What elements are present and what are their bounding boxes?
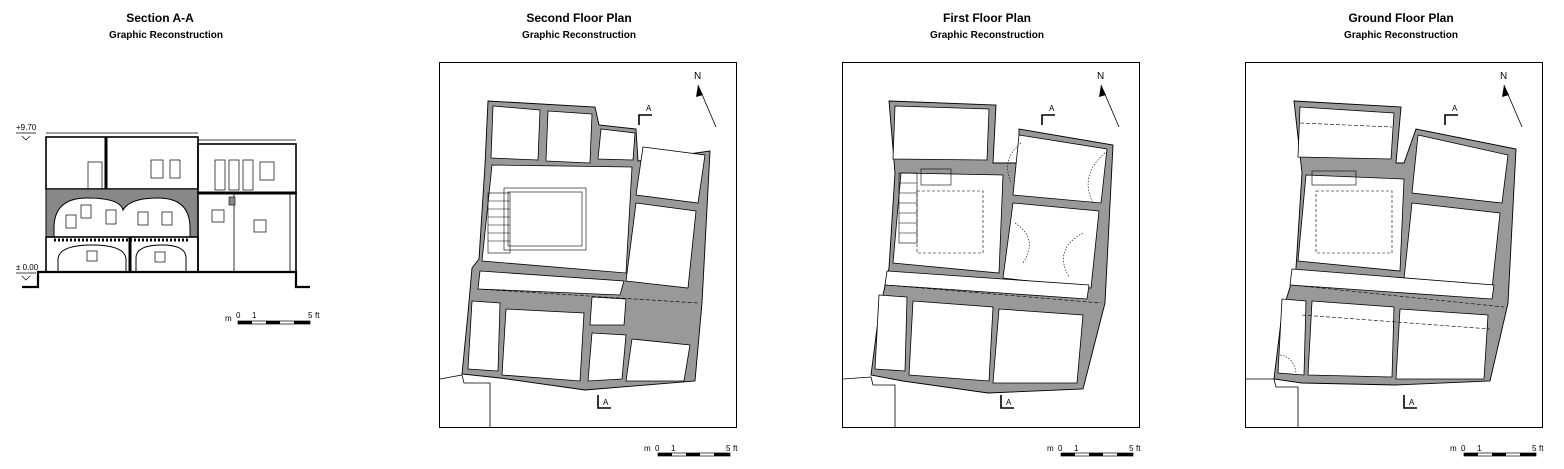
section-title: Section A-A bbox=[126, 11, 194, 25]
scale-5: 5 bbox=[1129, 444, 1134, 453]
scale-1: 1 bbox=[1477, 444, 1482, 453]
section-scale-unit: m bbox=[225, 314, 232, 323]
first-floor-panel: N A A bbox=[842, 62, 1140, 428]
cut-label-top: A bbox=[646, 104, 652, 113]
section-scale-0: 0 bbox=[236, 311, 241, 320]
scale-unit: m bbox=[644, 444, 651, 453]
plan-subtitle: Graphic Reconstruction bbox=[522, 30, 636, 41]
ground-floor-panel: N A A bbox=[1245, 62, 1543, 428]
first-floor-scale: m 0 1 5 ft bbox=[1047, 444, 1141, 457]
section-drawing: +9.70 ± 0.00 m 0 1 5 ft bbox=[16, 123, 320, 325]
second-floor-drawing: N A A bbox=[440, 71, 717, 427]
section-subtitle: Graphic Reconstruction bbox=[109, 30, 223, 41]
section-scale-ft: ft bbox=[315, 311, 320, 320]
scale-5: 5 bbox=[726, 444, 731, 453]
scale-5: 5 bbox=[1532, 444, 1537, 453]
north-label: N bbox=[1097, 71, 1104, 82]
cut-label-bottom: A bbox=[1006, 398, 1012, 407]
scale-0: 0 bbox=[1461, 444, 1466, 453]
north-label: N bbox=[1500, 71, 1507, 82]
second-floor-panel: N A A bbox=[439, 62, 737, 428]
scale-unit: m bbox=[1047, 444, 1054, 453]
scale-1: 1 bbox=[671, 444, 676, 453]
plan-title: Second Floor Plan bbox=[526, 11, 632, 25]
first-floor-drawing: N A A bbox=[843, 71, 1120, 427]
scale-ft: ft bbox=[1539, 444, 1544, 453]
ground-floor-drawing: N A A bbox=[1246, 71, 1523, 427]
plan-title: Ground Floor Plan bbox=[1348, 11, 1454, 25]
scale-unit: m bbox=[1450, 444, 1457, 453]
cut-label-top: A bbox=[1049, 104, 1055, 113]
scale-0: 0 bbox=[1058, 444, 1063, 453]
cut-label-bottom: A bbox=[1409, 398, 1415, 407]
scale-ft: ft bbox=[1136, 444, 1141, 453]
level-bottom-label: ± 0.00 bbox=[16, 263, 39, 272]
plan-subtitle: Graphic Reconstruction bbox=[930, 30, 1044, 41]
second-floor-scale: m 0 1 5 ft bbox=[644, 444, 738, 457]
north-label: N bbox=[694, 71, 701, 82]
plan-title: First Floor Plan bbox=[942, 11, 1031, 25]
scale-0: 0 bbox=[655, 444, 660, 453]
cut-label-top: A bbox=[1452, 104, 1458, 113]
plan-subtitle: Graphic Reconstruction bbox=[1344, 30, 1458, 41]
ground-floor-scale: m 0 1 5 ft bbox=[1450, 444, 1544, 457]
scale-ft: ft bbox=[733, 444, 738, 453]
section-scale-1: 1 bbox=[252, 311, 257, 320]
scale-1: 1 bbox=[1074, 444, 1079, 453]
section-scale-5: 5 bbox=[308, 311, 313, 320]
level-top-label: +9.70 bbox=[16, 123, 37, 132]
cut-label-bottom: A bbox=[603, 398, 609, 407]
